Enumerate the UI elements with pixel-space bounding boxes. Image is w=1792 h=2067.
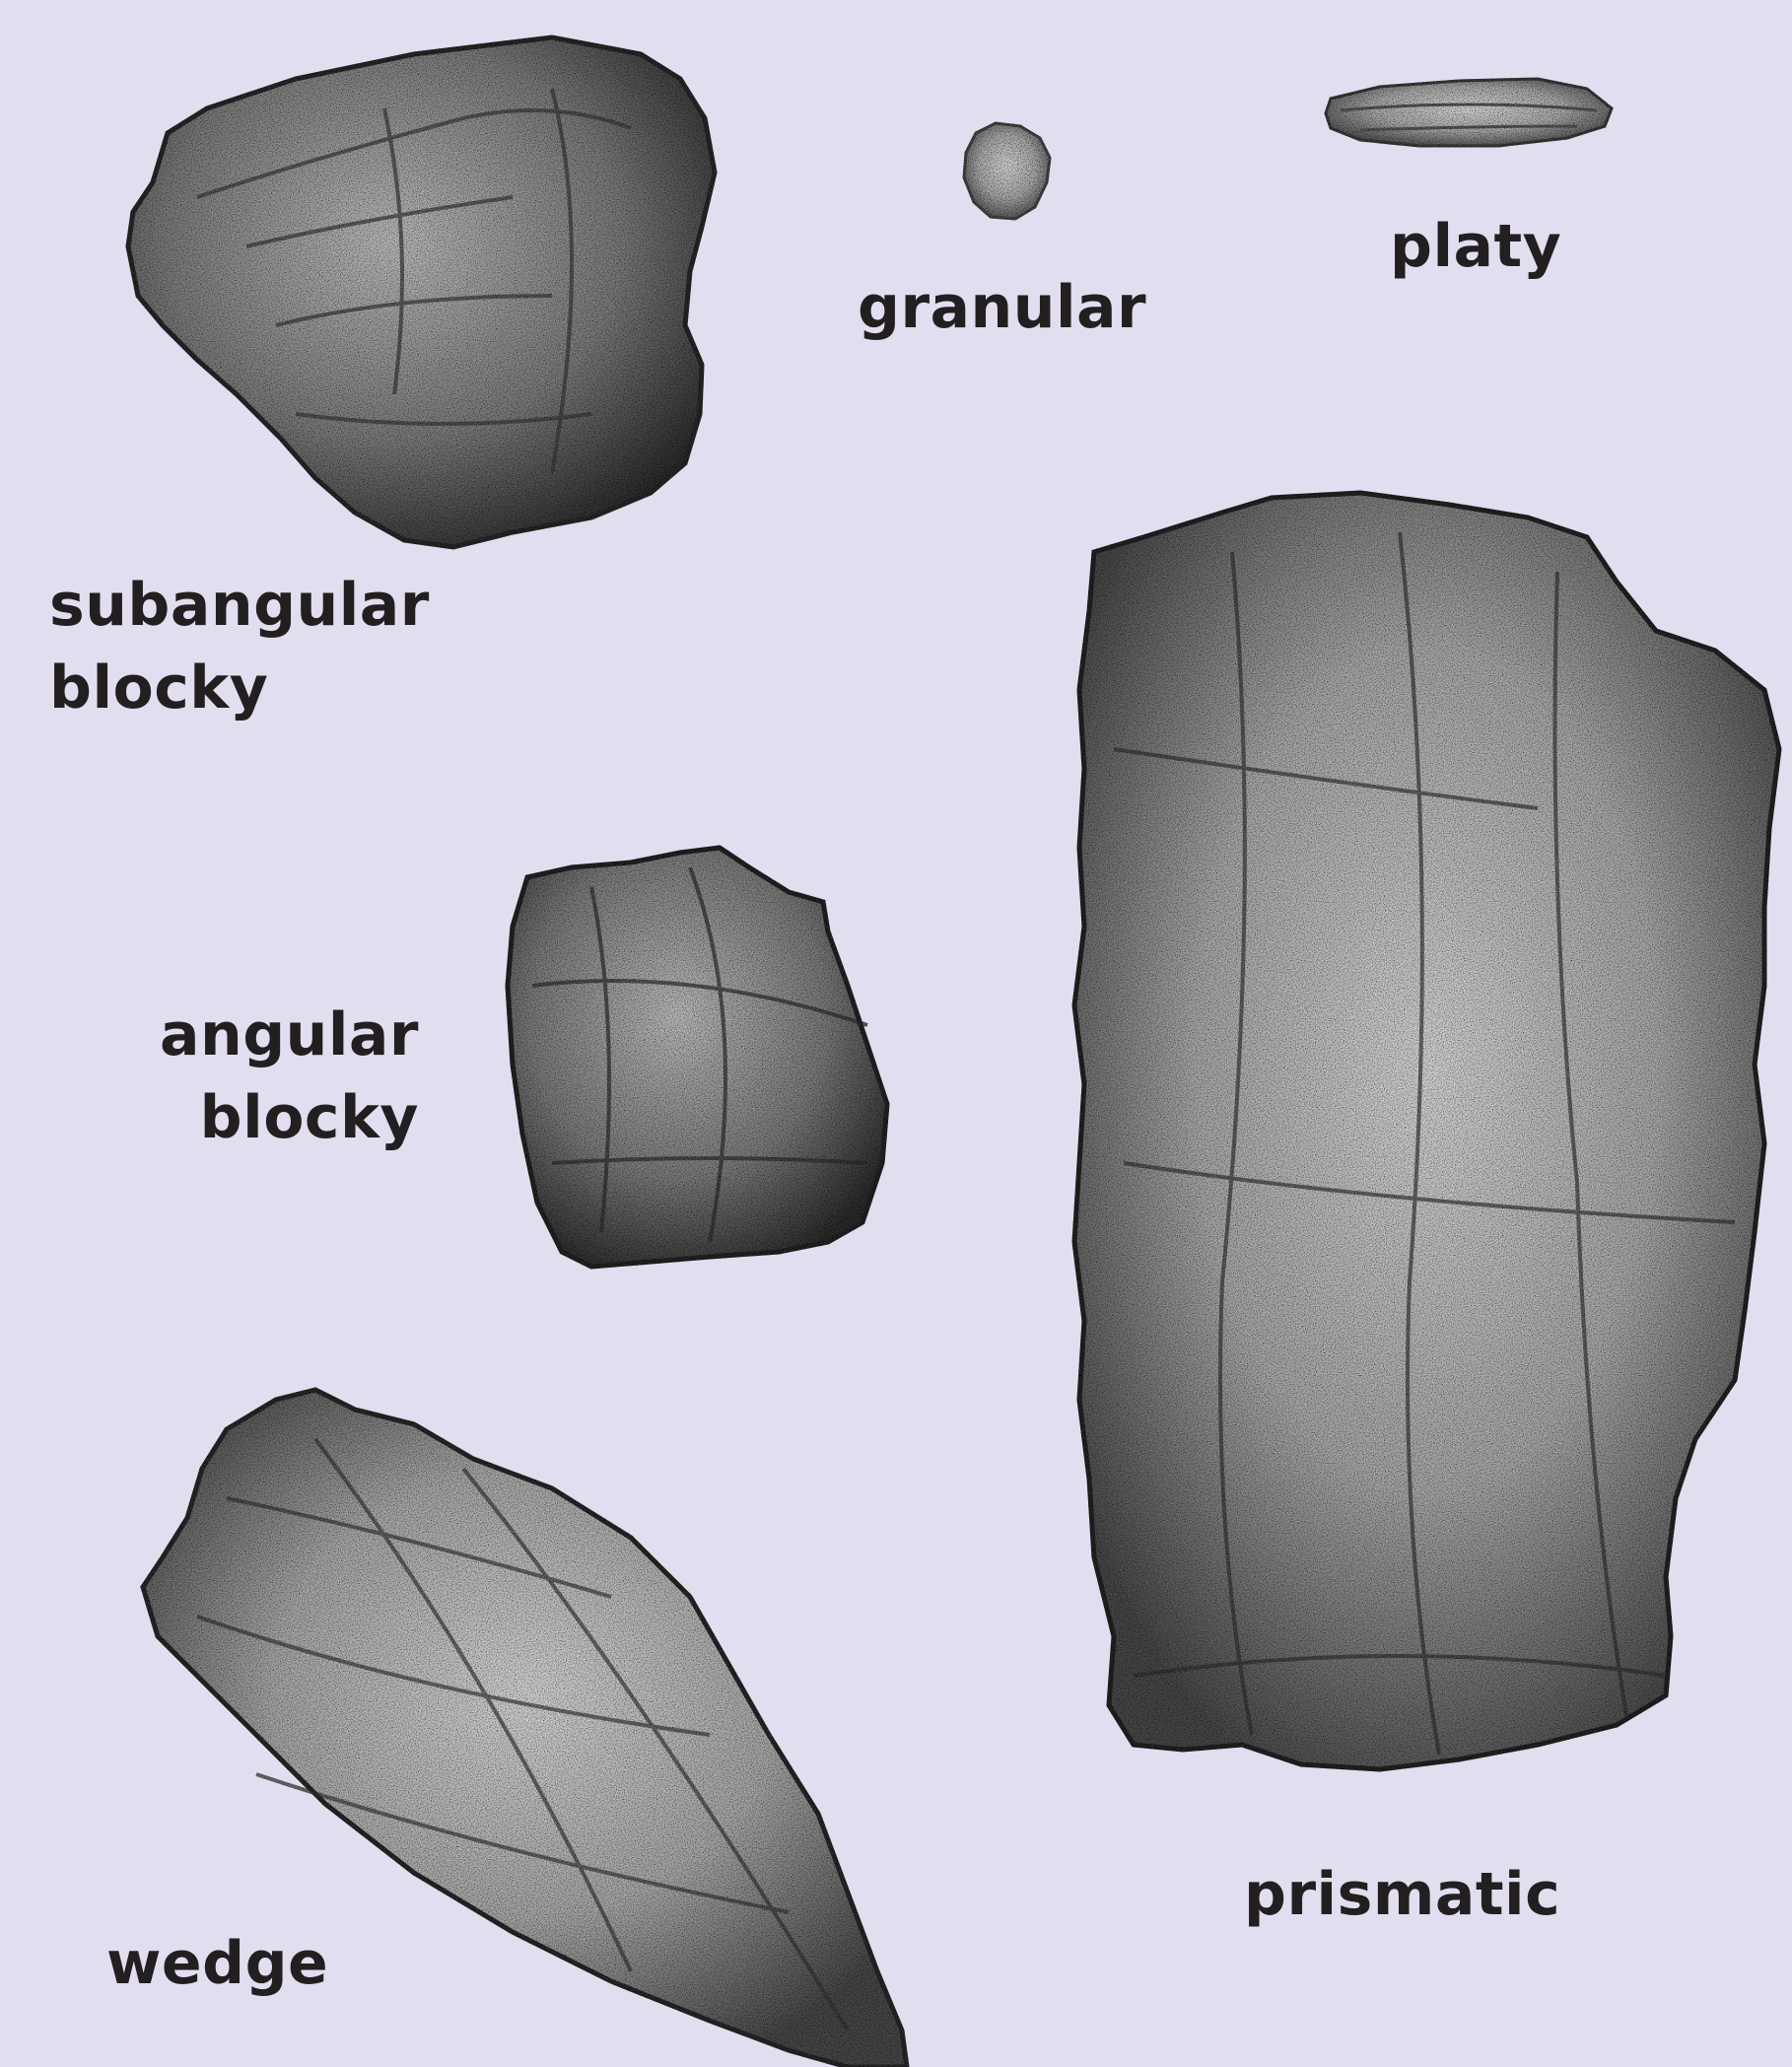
label-wedge: wedge (106, 1922, 328, 2005)
label-platy: platy (1390, 205, 1561, 288)
label-subangular-line1: subangular (49, 564, 430, 647)
angular-blocky-ped (508, 848, 887, 1267)
label-subangular-blocky: subangular blocky (49, 564, 430, 729)
platy-ped (1326, 79, 1612, 146)
prismatic-ped (1074, 493, 1779, 1769)
label-granular: granular (858, 266, 1146, 349)
label-angular-line1: angular (148, 994, 419, 1076)
label-angular-blocky: angular blocky (148, 994, 419, 1159)
label-prismatic: prismatic (1244, 1853, 1560, 1936)
subangular-blocky-ped (128, 37, 715, 547)
label-angular-line2: blocky (148, 1076, 419, 1159)
granular-ped (964, 123, 1050, 219)
label-subangular-line2: blocky (49, 647, 430, 729)
